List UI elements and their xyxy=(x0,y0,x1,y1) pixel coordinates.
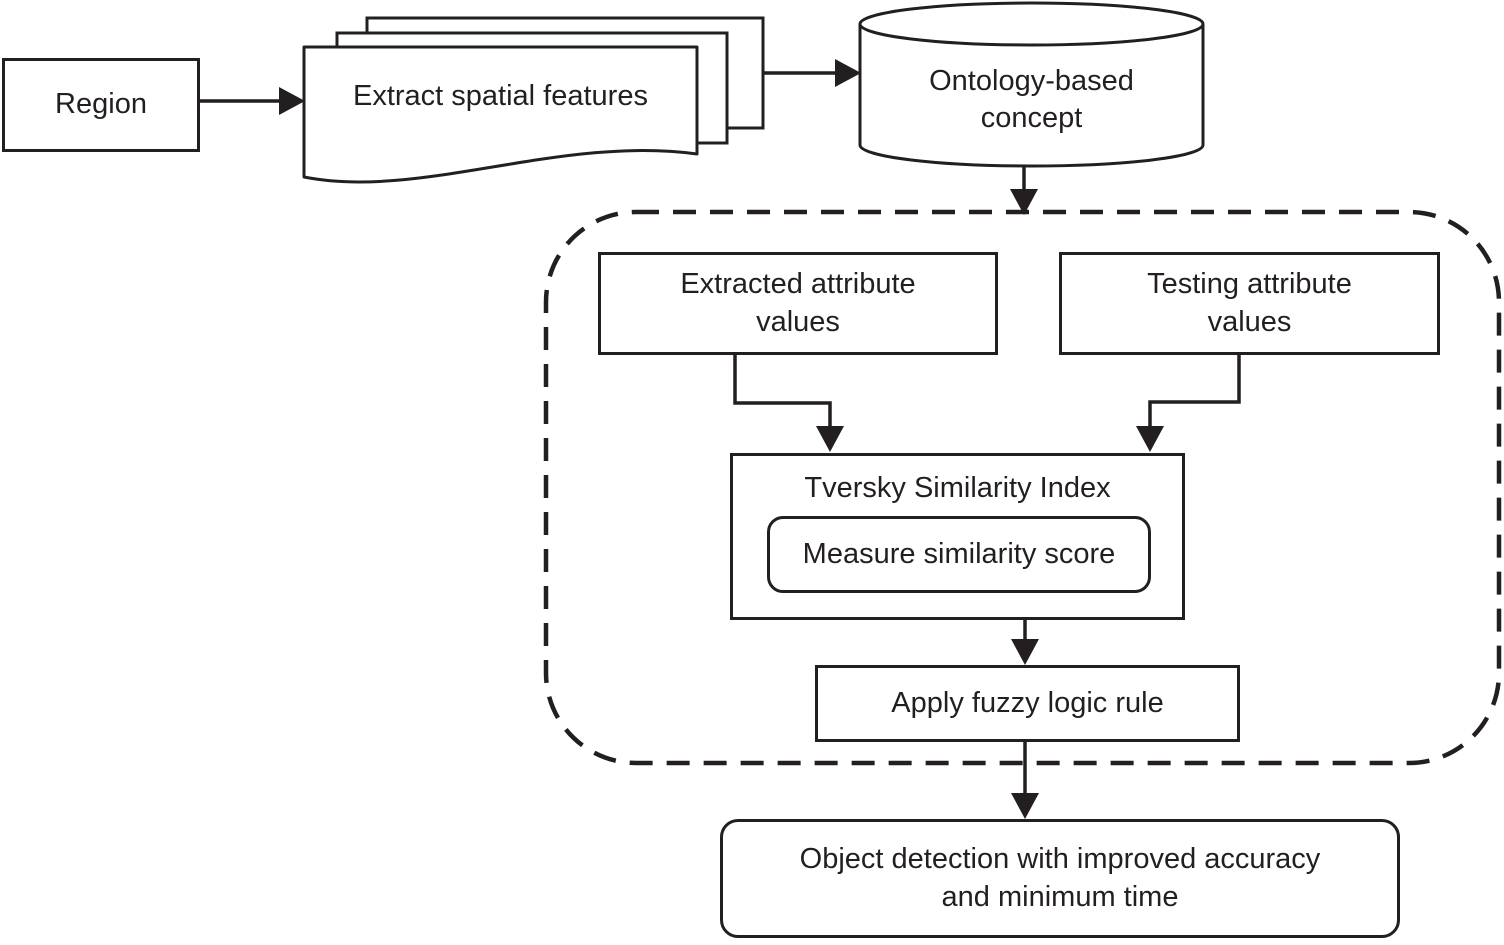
tversky-similarity-label: Tversky Similarity Index xyxy=(804,472,1111,504)
arrow-tversky-to-fuzzy-head xyxy=(1011,639,1039,665)
elbow-testing-to-tversky-line xyxy=(1148,355,1241,428)
extract-spatial-features-label: Extract spatial features xyxy=(353,80,648,113)
apply-fuzzy-rule-label: Apply fuzzy logic rule xyxy=(891,686,1164,719)
elbow-extracted-to-tversky-line xyxy=(733,355,832,428)
apply-fuzzy-rule-node: Apply fuzzy logic rule xyxy=(815,665,1240,742)
extracted-attribute-values-label: Extracted attribute values xyxy=(680,268,916,338)
arrow-ontology-to-group-head xyxy=(1010,189,1038,215)
arrow-fuzzy-to-output-head xyxy=(1011,793,1039,819)
region-node: Region xyxy=(2,58,200,152)
output-label: Object detection with improved accuracy … xyxy=(799,843,1321,913)
elbow-extracted-to-tversky-head xyxy=(816,426,844,452)
testing-attribute-values-label: Testing attribute values xyxy=(1147,268,1352,338)
testing-attribute-values-node: Testing attribute values xyxy=(1059,252,1440,355)
ontology-concept-node: Ontology-based concept xyxy=(891,48,1172,152)
document-front-page-shape xyxy=(302,45,699,184)
cylinder-body-shape xyxy=(858,24,1205,168)
elbow-testing-to-tversky-head xyxy=(1136,426,1164,452)
measure-similarity-node: Measure similarity score xyxy=(767,516,1151,593)
extract-spatial-features-node: Extract spatial features xyxy=(304,47,697,147)
arrow-extract-to-ontology-head xyxy=(835,59,861,87)
ontology-concept-label: Ontology-based concept xyxy=(929,64,1134,134)
extracted-attribute-values-node: Extracted attribute values xyxy=(598,252,998,355)
output-node: Object detection with improved accuracy … xyxy=(720,819,1400,938)
arrow-region-to-extract-head xyxy=(279,87,305,115)
measure-similarity-label: Measure similarity score xyxy=(802,537,1116,570)
region-label: Region xyxy=(55,88,147,121)
cylinder-top-ellipse-shape xyxy=(858,1,1205,47)
